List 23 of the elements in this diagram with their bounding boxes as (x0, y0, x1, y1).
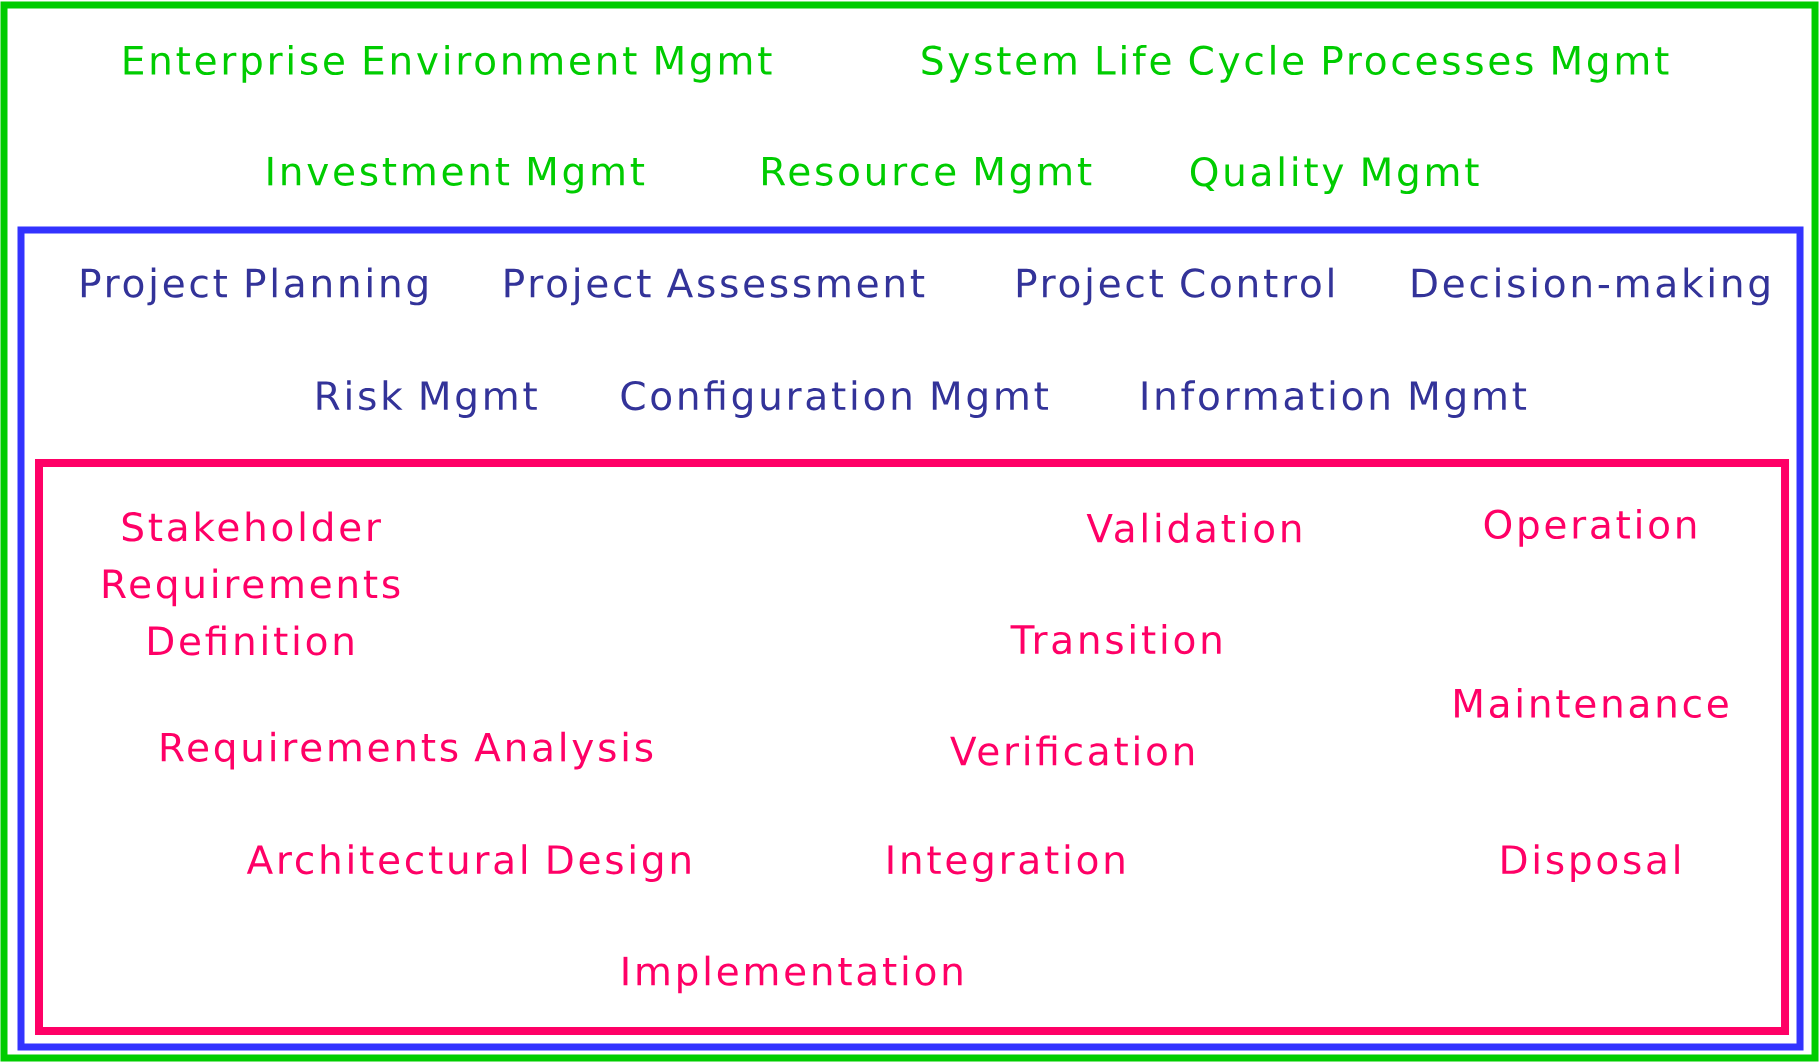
process-name: Verification (950, 735, 1193, 766)
process-name: Transition (1010, 624, 1221, 655)
process-name: Investment Mgmt (268, 156, 645, 194)
process-name: Project Planning (81, 267, 427, 306)
process-name: Maintenance (1455, 687, 1728, 719)
process-name: Resource Mgmt (763, 156, 1092, 194)
process-name: Project Assessment (505, 267, 925, 306)
process-name: Operation (1484, 508, 1696, 547)
process-name: Quality Mgmt (1190, 156, 1479, 195)
process-name: Configuration Mgmt (621, 380, 1048, 418)
process-name: System Life Cycle Processes Mgmt (922, 44, 1669, 83)
process-name: Enterprise Environment Mgmt (124, 44, 772, 83)
process-name: Architectural Design (246, 844, 690, 882)
process-name: Integration (888, 844, 1124, 882)
process-name: Disposal (1502, 844, 1679, 882)
process-name: Information Mgmt (1142, 380, 1527, 418)
process-name: Implementation (623, 955, 962, 994)
process-name: Decision-making (1412, 267, 1769, 306)
process-name: Risk Mgmt (317, 380, 537, 418)
process-name: Validation (1086, 512, 1301, 543)
process-name: Stakeholder Requirements Definition (103, 511, 400, 656)
process-name: Project Control (1017, 267, 1333, 306)
process-name: Requirements Analysis (161, 731, 653, 770)
